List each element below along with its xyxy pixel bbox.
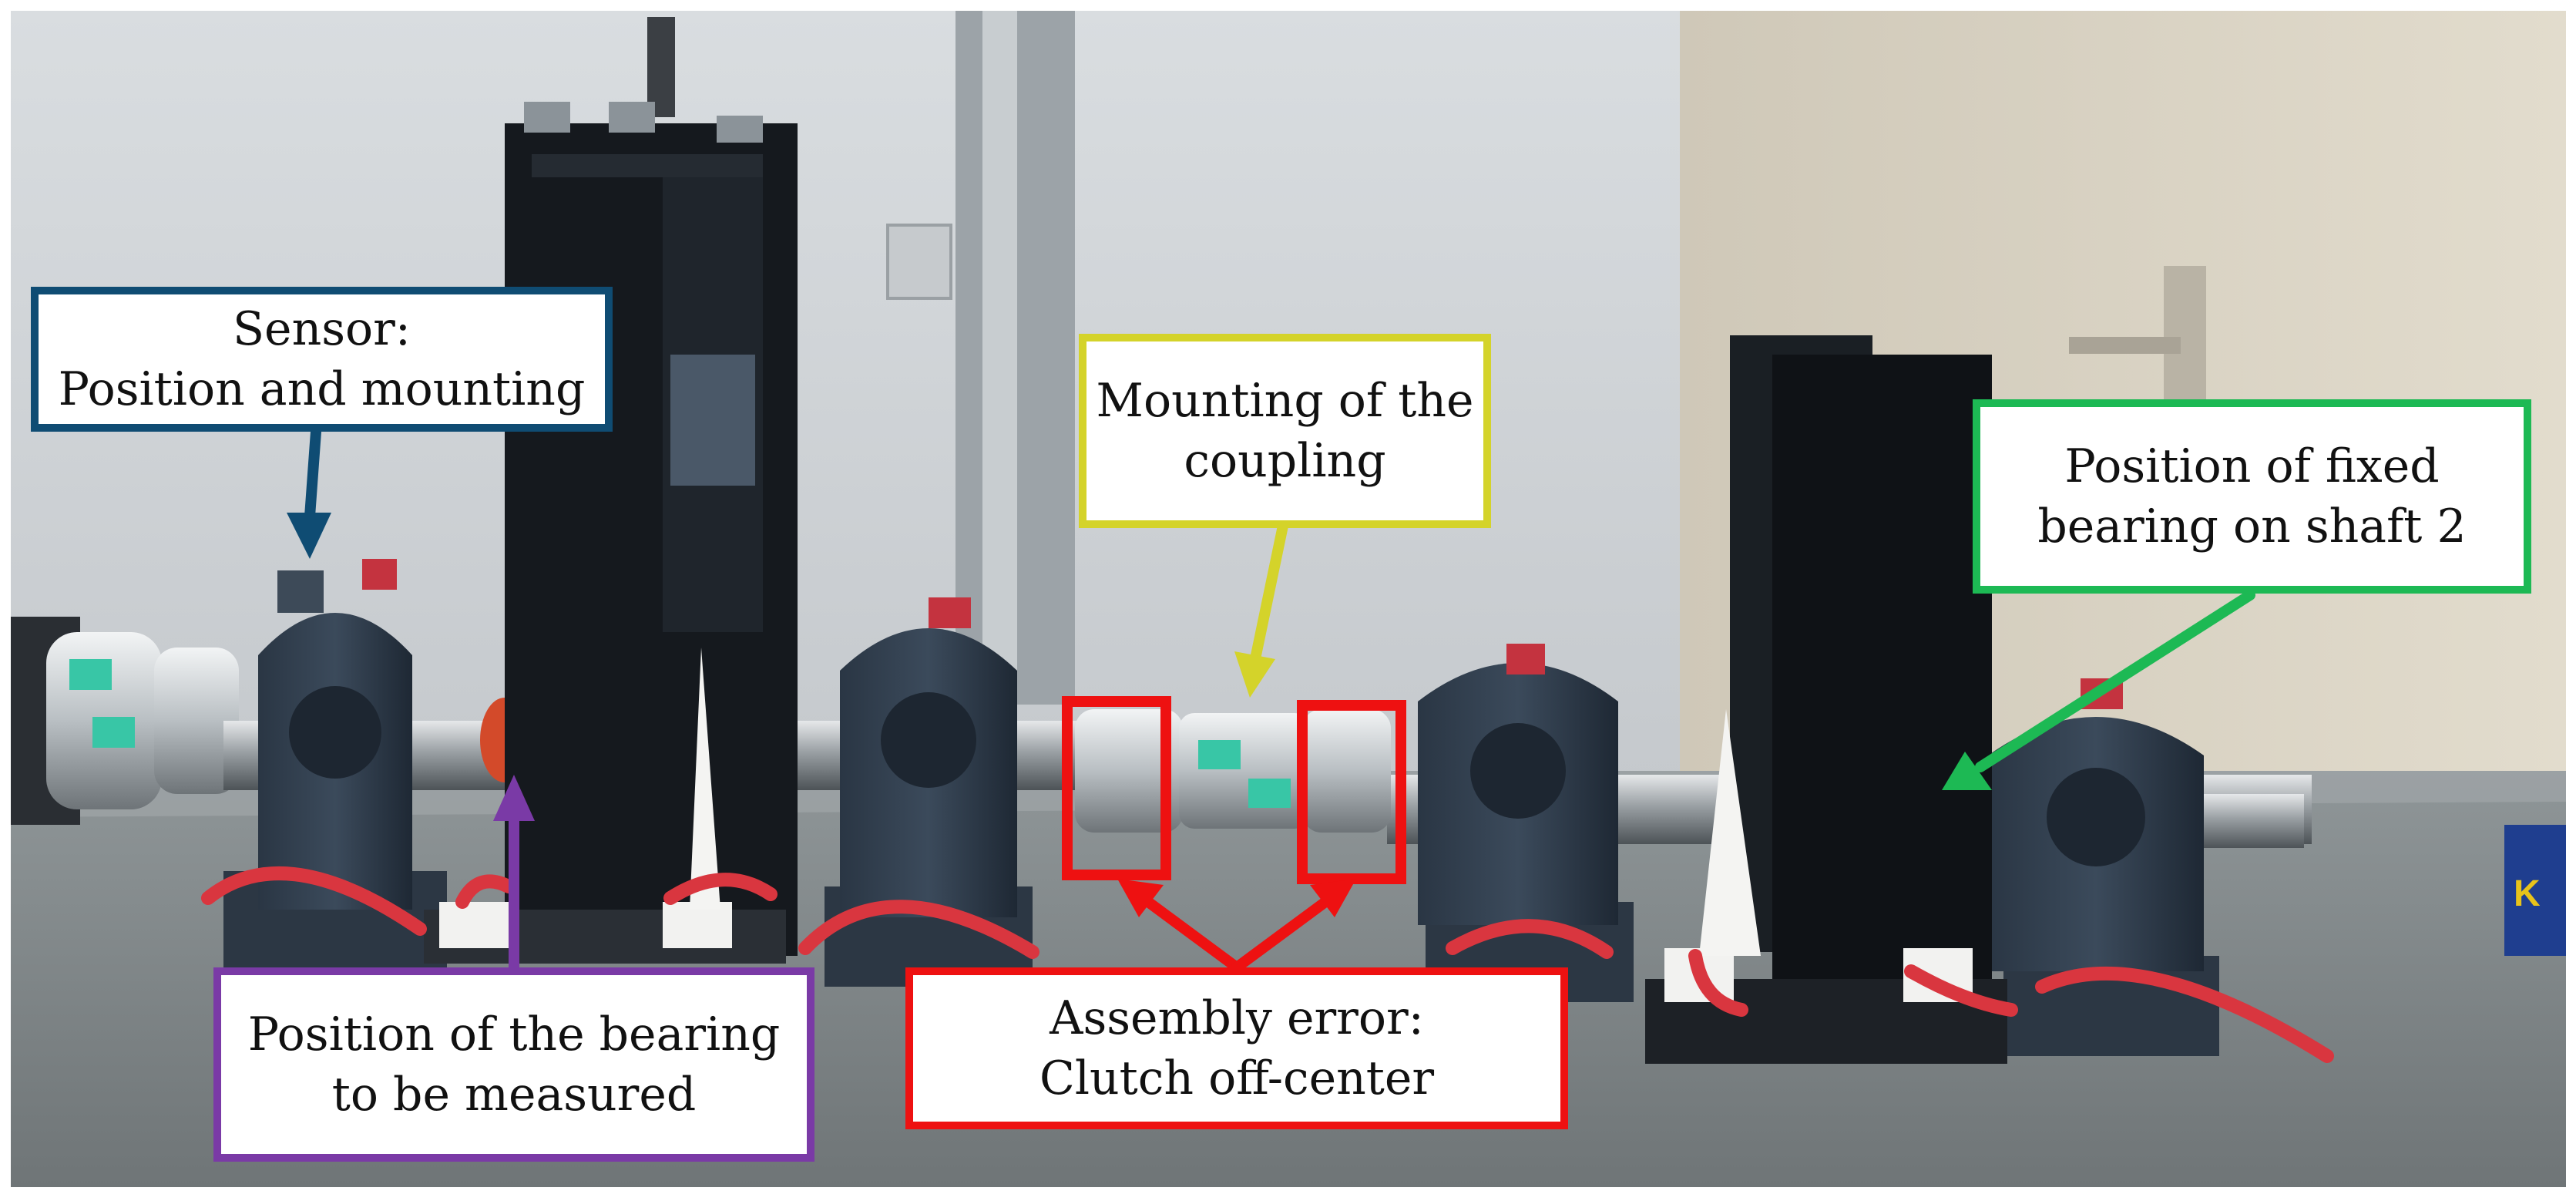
frame-left	[424, 17, 798, 964]
error-arrow-right-head	[1310, 879, 1356, 917]
fixed-bearing-label-line1: Position of fixed	[2064, 439, 2440, 493]
door-handle-icon	[2069, 266, 2206, 412]
coupling-label: Mounting of the coupling	[1079, 334, 1491, 528]
center-coupling	[1075, 709, 1391, 833]
assembly-error-label-line2: Clutch off-center	[1039, 1051, 1435, 1105]
assembly-error-label-line1: Assembly error:	[1050, 991, 1424, 1045]
wall-switch	[886, 224, 952, 300]
fixed-bearing-label: Position of fixed bearing on shaft 2	[1973, 399, 2531, 594]
error-arrow-right	[1231, 897, 1331, 973]
sensor-label-line2: Position and mounting	[58, 362, 586, 416]
assembly-error-label: Assembly error: Clutch off-center	[905, 967, 1568, 1129]
coupling-arrowhead	[1234, 651, 1275, 698]
coupling-arrow	[1251, 520, 1288, 661]
bearing-measured-label: Position of the bearing to be measured	[213, 967, 814, 1162]
fixed-bearing-arrowhead	[1942, 752, 1992, 790]
bearing-measured-label-line2: to be measured	[331, 1068, 697, 1122]
error-highlight-left	[1062, 696, 1171, 880]
error-arrow-left-head	[1117, 879, 1164, 917]
bearing-measured-arrowhead	[493, 775, 535, 821]
error-highlight-right	[1297, 700, 1406, 884]
door-frame-inner	[982, 11, 1017, 705]
coupling-label-line2: coupling	[1184, 434, 1386, 488]
red-tape-marks	[201, 866, 2334, 1063]
side-crate-label: K	[2514, 873, 2541, 914]
annotation-arrows	[287, 426, 2255, 973]
sensor-arrowhead	[287, 513, 331, 559]
sensor-label: Sensor: Position and mounting	[31, 287, 613, 432]
coupling-label-line1: Mounting of the	[1096, 374, 1474, 428]
error-arrow-left	[1143, 897, 1242, 973]
bearing-measured-label-line1: Position of the bearing	[247, 1008, 781, 1061]
sensor-label-line1: Sensor:	[232, 302, 411, 356]
side-crate	[2504, 825, 2566, 956]
fixed-bearing-arrow	[1975, 590, 2255, 772]
sensor-arrow	[304, 426, 321, 522]
fixed-bearing-label-line2: bearing on shaft 2	[2037, 500, 2467, 553]
motor-coupling	[11, 617, 239, 825]
